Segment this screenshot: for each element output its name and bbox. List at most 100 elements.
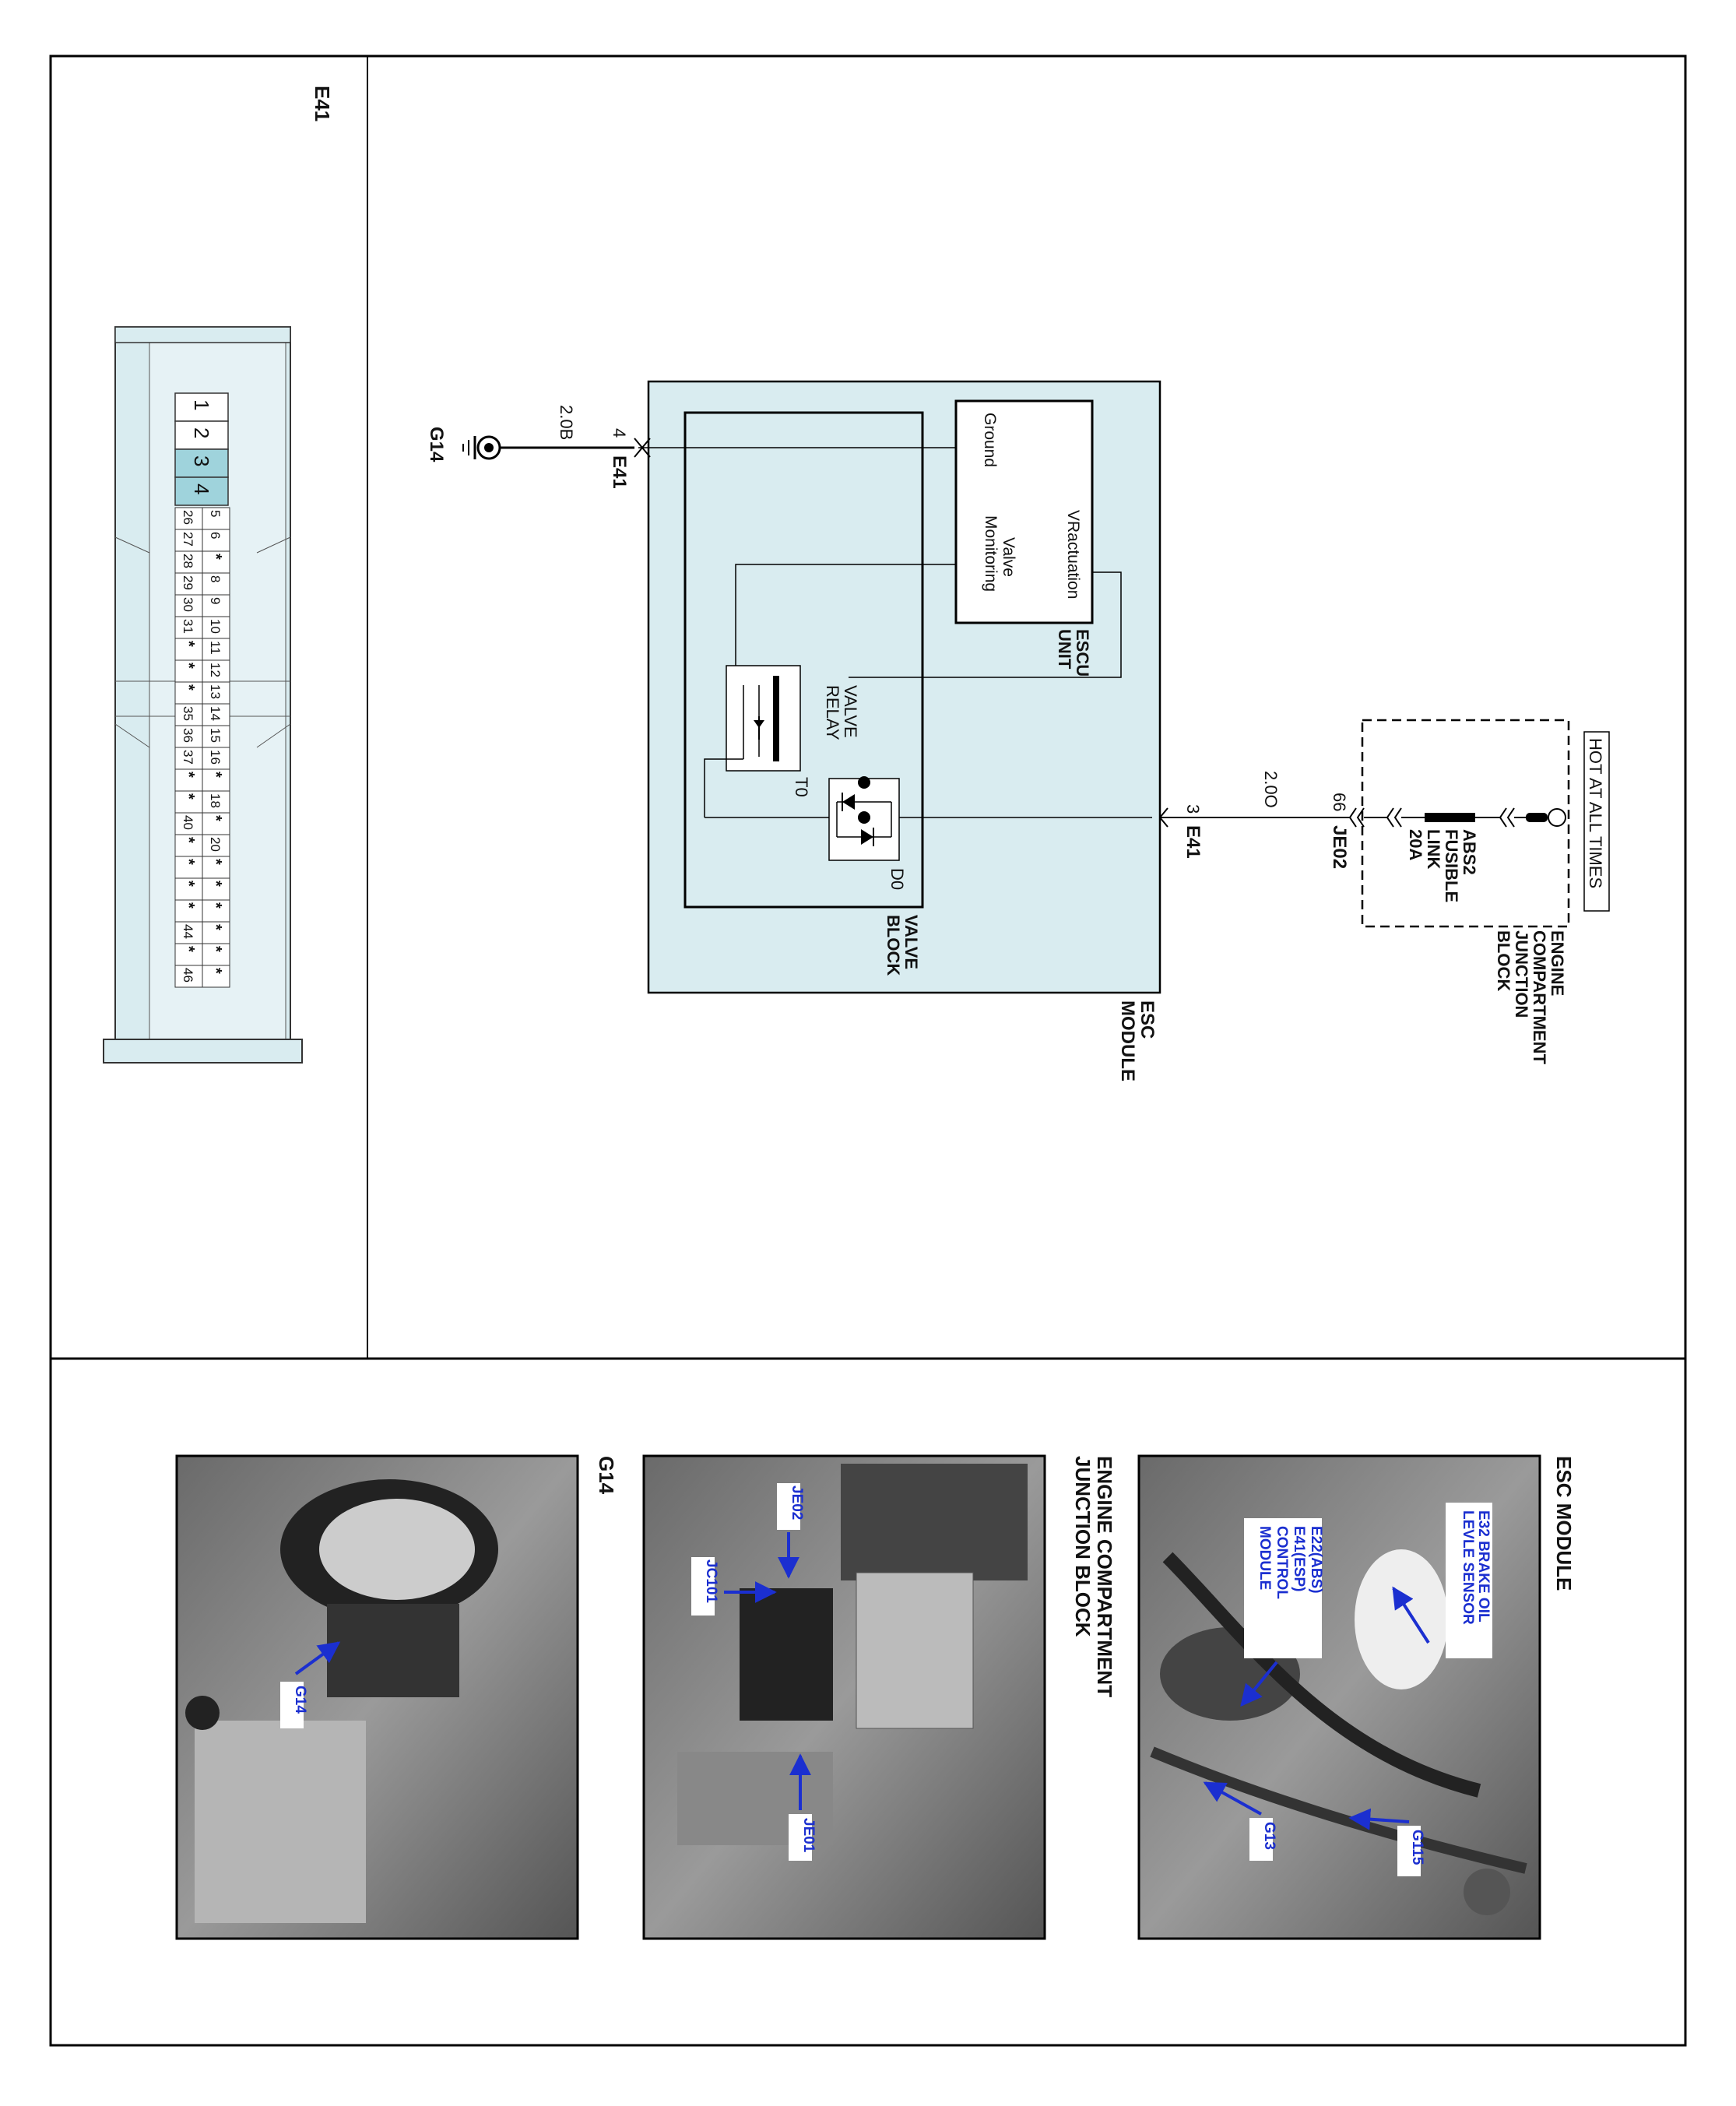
connector-pin-cell bbox=[202, 747, 230, 770]
connector-pin-cell bbox=[174, 834, 203, 857]
connector-pin-label: 16 bbox=[208, 750, 223, 765]
connector-pin-label: 26 bbox=[181, 510, 195, 525]
photo-ecjb-je01: JE01 bbox=[800, 1818, 817, 1853]
connector-pin-label: 36 bbox=[181, 728, 195, 743]
connector-pin-label: * bbox=[180, 837, 197, 843]
connector-pin-label: * bbox=[207, 924, 224, 930]
connector-pin-cell bbox=[174, 856, 203, 879]
fusible-link bbox=[1425, 813, 1475, 822]
connector-pin-label: 31 bbox=[181, 619, 195, 634]
connector-pin-label: 11 bbox=[208, 641, 223, 655]
photo-ecjb-title-2: JUNCTION BLOCK bbox=[1071, 1456, 1095, 1637]
connector-pin-label: * bbox=[180, 684, 197, 691]
connector-pin-label: 13 bbox=[208, 684, 223, 699]
engine-compartment-junction-block bbox=[1361, 719, 1570, 928]
connector-pin-label: 35 bbox=[181, 706, 195, 721]
connector-pin-label: * bbox=[207, 968, 224, 974]
connector-pin-cell bbox=[174, 768, 203, 792]
supply-wire-size: 2.0O bbox=[1261, 771, 1281, 808]
photo-esc-callout-1a: E32 BRAKE OIL bbox=[1475, 1510, 1492, 1623]
connector-pin-cell bbox=[202, 594, 230, 617]
valve-relay bbox=[726, 665, 801, 772]
junction-block-name-1: ENGINE bbox=[1548, 930, 1567, 996]
outer-frame bbox=[49, 54, 1687, 2047]
connector-pin-label: * bbox=[207, 815, 224, 821]
photo-ecjb-jc101: JC101 bbox=[703, 1559, 719, 1603]
connector-pin-label: * bbox=[180, 772, 197, 778]
connector-pin-label: 44 bbox=[181, 924, 195, 939]
connector-pin-cell bbox=[202, 638, 230, 661]
valve-block-label-1: VALVE bbox=[901, 915, 921, 969]
connector-pin-cell bbox=[202, 899, 230, 923]
escu-label-2: UNIT bbox=[1055, 629, 1074, 670]
connector-pin-label: * bbox=[207, 902, 224, 909]
escu-valve-1: Valve bbox=[1000, 537, 1017, 577]
je02-pin: 66 bbox=[1330, 793, 1349, 811]
connector-pin-cell bbox=[202, 725, 230, 748]
connector-pin-cell bbox=[174, 965, 203, 988]
photo-esc-callout-1b: LEVLE SENSOR bbox=[1460, 1510, 1476, 1625]
escu-label-1: ESCU bbox=[1073, 629, 1092, 677]
escu-valve-2: Monitoring bbox=[982, 515, 1000, 592]
connector-pin-label: 14 bbox=[208, 706, 223, 721]
fuse-label-4: 20A bbox=[1406, 829, 1425, 860]
schematic: HOT AT ALL TIMES ENGINE COMPARTMENT JUNC… bbox=[426, 380, 1610, 1081]
connector-pin-label: 28 bbox=[181, 554, 195, 568]
esc-module-label-1: ESC bbox=[1137, 1000, 1158, 1039]
e41-pin-3: 3 bbox=[1183, 804, 1203, 814]
connector-pin-cell bbox=[202, 943, 230, 966]
ground-wire-size: 2.0B bbox=[557, 405, 576, 440]
connector-pin-label: * bbox=[180, 946, 197, 952]
connector-pin-label: 37 bbox=[181, 750, 195, 765]
connector-pin-label: * bbox=[180, 859, 197, 865]
connector-pin-cell bbox=[174, 529, 203, 552]
photo-junction-block: ENGINE COMPARTMENT JUNCTION BLOCK JE02 J… bbox=[642, 1454, 1116, 1940]
valve-block-label-2: BLOCK bbox=[884, 915, 903, 976]
connector-pin-label: * bbox=[180, 663, 197, 669]
connector-pin-cell bbox=[202, 703, 230, 726]
connector-pin-label: * bbox=[180, 793, 197, 800]
connector-pin-label: 29 bbox=[181, 575, 195, 590]
photo-ecjb-title-1: ENGINE COMPARTMENT bbox=[1093, 1456, 1116, 1697]
e41-connector-ground: E41 bbox=[609, 455, 630, 489]
junction-block-name-2: COMPARTMENT bbox=[1530, 930, 1549, 1064]
connector-pin-label: * bbox=[207, 859, 224, 865]
e41-connector-power: E41 bbox=[1183, 825, 1204, 859]
escu-vr: VRactuation bbox=[1064, 510, 1082, 599]
fuse-label-3: LINK bbox=[1424, 829, 1443, 869]
connector-pin-label: * bbox=[180, 902, 197, 909]
connector-pin-label: 6 bbox=[208, 532, 223, 539]
photo-g14: G14 G14 bbox=[175, 1454, 618, 1940]
connector-pin-cell bbox=[174, 747, 203, 770]
connector-pin-cell bbox=[202, 681, 230, 705]
photo-esc-callout-2c: CONTROL bbox=[1274, 1526, 1290, 1599]
photo-esc-g115: G115 bbox=[1409, 1830, 1425, 1865]
photo-esc-module: ESC MODULE E32 BRAKE OIL LEVLE SENSOR E2… bbox=[1137, 1454, 1576, 1940]
e41-pin-4: 4 bbox=[610, 428, 629, 438]
photo-g14-label: G14 bbox=[292, 1686, 308, 1714]
junction-block-name-3: JUNCTION bbox=[1512, 930, 1531, 1018]
connector-pin-cell bbox=[174, 681, 203, 705]
photo-esc-title: ESC MODULE bbox=[1552, 1456, 1576, 1591]
connector-pin-cell bbox=[202, 550, 230, 574]
hot-label-box bbox=[1583, 731, 1610, 912]
connector-pin-cell bbox=[174, 877, 203, 901]
diode-d0: D0 bbox=[887, 868, 907, 890]
connector-pin-3 bbox=[174, 448, 229, 478]
connector-pin-label: 1 bbox=[190, 399, 213, 410]
photo-esc-callout-2d: MODULE bbox=[1256, 1526, 1273, 1590]
connector-pin-cell bbox=[174, 725, 203, 748]
valve-relay-label-2: RELAY bbox=[823, 685, 842, 740]
connector-pin-label: * bbox=[207, 554, 224, 560]
connector-pin-label: 46 bbox=[181, 968, 195, 983]
connector-pin-label: 27 bbox=[181, 532, 195, 547]
connector-pin-cell bbox=[174, 507, 203, 530]
connector-pin-2 bbox=[174, 420, 229, 450]
connector-pin-label: * bbox=[207, 881, 224, 887]
connector-pin-cell bbox=[174, 899, 203, 923]
connector-pin-label: 40 bbox=[181, 815, 195, 830]
fuse-label-1: ABS2 bbox=[1460, 829, 1479, 875]
